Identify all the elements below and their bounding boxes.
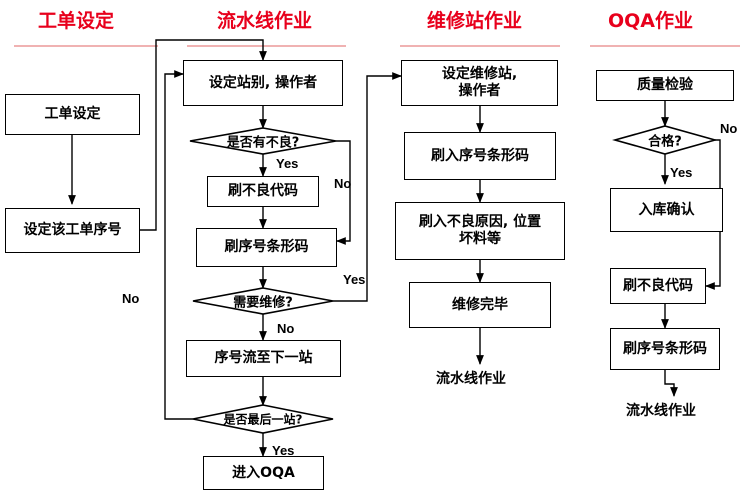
box-enter-oqa: 进入OQA <box>203 456 324 490</box>
repair-station-line1: 设定维修站, <box>441 66 518 82</box>
box-set-repair-station: 设定维修站, 操作者 <box>401 60 558 106</box>
header-oqa: OQA作业 <box>608 10 694 32</box>
text-return-assembly-repair: 流水线作业 <box>436 371 506 387</box>
label-no-defect: No <box>334 176 352 191</box>
header-work-order: 工单设定 <box>38 10 115 32</box>
defect-reason-line1: 刷入不良原因, 位置 <box>418 214 542 230</box>
connector-serial-to-station <box>140 39 267 231</box>
label-no-pass: No <box>720 121 738 136</box>
label-yes-last: Yes <box>272 443 295 458</box>
diamond-defect-text: 是否有不良? <box>226 135 300 151</box>
box-scan-defect-reason: 刷入不良原因, 位置 坏料等 <box>395 202 565 260</box>
connector-no-loop <box>164 70 193 420</box>
label-no-repair: No <box>277 321 295 336</box>
diamond-last-station-text: 是否最后一站? <box>223 412 303 427</box>
defect-reason-line2: 坏料等 <box>459 231 501 247</box>
box-set-work-order-serial: 设定该工单序号 <box>5 208 140 253</box>
repair-station-line2: 操作者 <box>458 83 501 99</box>
box-repair-scan-serial: 刷入序号条形码 <box>404 132 556 180</box>
box-set-work-order: 工单设定 <box>5 94 140 135</box>
box-scan-serial-barcode: 刷序号条形码 <box>196 228 337 267</box>
box-oqa-serial-barcode: 刷序号条形码 <box>610 328 720 370</box>
arrow-defect-no <box>336 140 351 245</box>
label-yes-pass: Yes <box>670 165 693 180</box>
box-set-station-operator: 设定站别, 操作者 <box>183 60 343 106</box>
header-assembly-line: 流水线作业 <box>217 10 313 32</box>
label-yes-repair: Yes <box>343 272 366 287</box>
text-return-assembly-oqa: 流水线作业 <box>626 403 696 419</box>
arrow-oqa-barcode-to-return <box>664 370 678 397</box>
box-scan-defect-code: 刷不良代码 <box>207 176 319 207</box>
header-repair-station: 维修站作业 <box>427 10 523 32</box>
diamond-repair-text: 需要维修? <box>233 295 293 311</box>
box-repair-complete: 维修完毕 <box>409 282 551 328</box>
box-oqa-defect-code: 刷不良代码 <box>610 268 706 304</box>
label-no-loop: No <box>122 291 140 306</box>
box-quality-inspection: 质量检验 <box>596 70 734 101</box>
connector-repair-yes <box>333 72 402 302</box>
box-serial-next-station: 序号流至下一站 <box>186 340 341 377</box>
label-yes-defect: Yes <box>276 156 299 171</box>
box-storage-confirm: 入库确认 <box>610 188 723 232</box>
diamond-pass-text: 合格? <box>648 134 682 150</box>
